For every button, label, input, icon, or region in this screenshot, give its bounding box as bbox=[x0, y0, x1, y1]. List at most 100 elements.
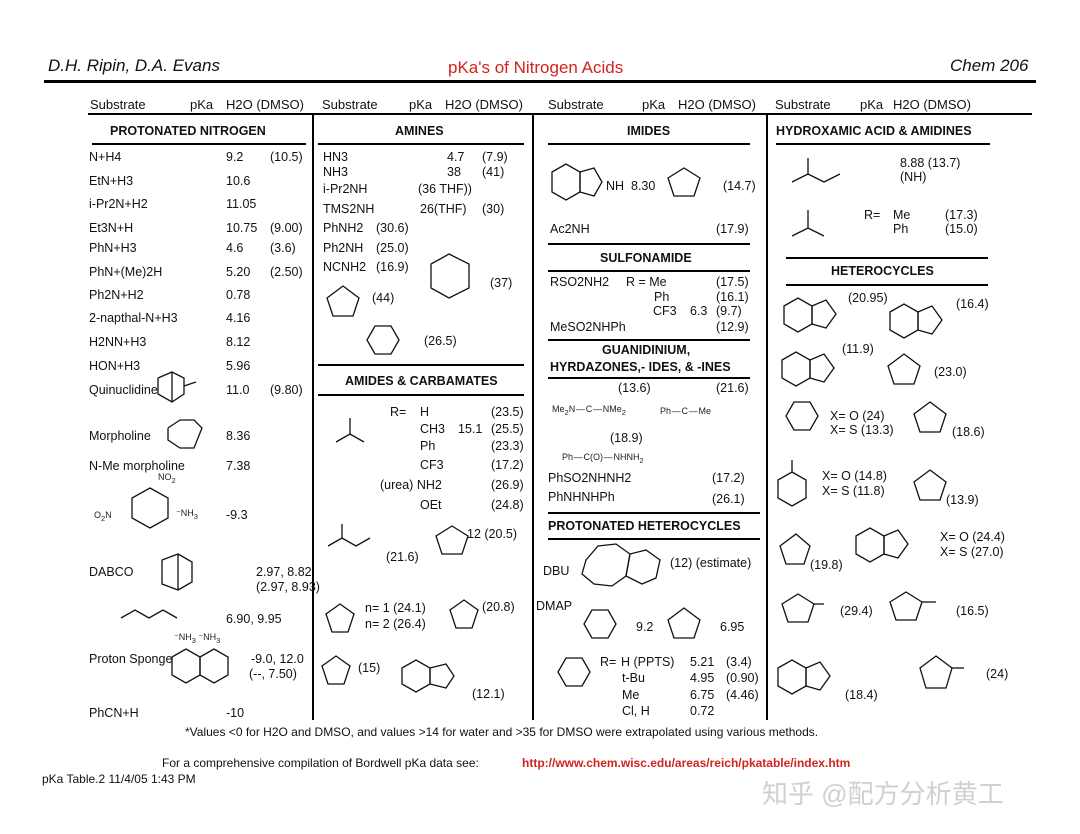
section-sulfonamide: SULFONAMIDE bbox=[600, 251, 692, 265]
substrate-name: EtN+H3 bbox=[89, 174, 134, 188]
pyridinium-structure bbox=[557, 657, 591, 687]
colhead-pka-2: pKa bbox=[409, 97, 433, 112]
rso2nh2-name: RSO2NH2 bbox=[550, 275, 610, 289]
pka-dmso: (9.7) bbox=[716, 304, 742, 318]
substrate-name: PhN+H3 bbox=[89, 241, 137, 255]
no2-label-top: NO2 bbox=[158, 472, 176, 485]
phthalimide-structure bbox=[551, 163, 603, 201]
colhead-pka-1: pKa bbox=[190, 97, 214, 112]
section-guanidinium-1: GUANIDINIUM, bbox=[602, 343, 691, 357]
section-rule bbox=[548, 512, 760, 514]
amine-name: NCNH2 bbox=[323, 260, 367, 274]
hydrazide-pka: (18.9) bbox=[610, 431, 643, 445]
oxazolidinone-bn-pka: 12 (20.5) bbox=[467, 527, 518, 541]
pka-h2o: 6.90, 9.95 bbox=[226, 612, 282, 626]
benzimidazolium-pka: (18.4) bbox=[845, 688, 878, 702]
pka-dmso: (15.0) bbox=[945, 222, 978, 236]
dbu-pka: (12) (estimate) bbox=[670, 556, 752, 570]
pka-dmso: (4.46) bbox=[726, 688, 759, 702]
dbu-structure bbox=[581, 543, 661, 587]
colhead-pka-3: pKa bbox=[642, 97, 666, 112]
pyrrolidine-pka: (44) bbox=[372, 291, 395, 305]
no2-label-left: O2N bbox=[94, 510, 112, 523]
divider-2 bbox=[532, 115, 534, 720]
section-amides: AMIDES & CARBAMATES bbox=[345, 374, 498, 388]
amide-r: H bbox=[420, 405, 430, 419]
pka-h2o: 8.12 bbox=[226, 335, 251, 349]
dmap-pka: 9.2 bbox=[636, 620, 654, 634]
substrate-name: PhCN+H bbox=[89, 706, 139, 720]
colhead-rule bbox=[88, 113, 1032, 115]
nh3-label: ⁻NH3 bbox=[176, 508, 198, 521]
substrate-name: N+H4 bbox=[89, 150, 122, 164]
pyrrolidine-structure bbox=[326, 285, 360, 317]
sulfonamide-r: CF3 bbox=[653, 304, 677, 318]
phso2nhnh2-pka: (17.2) bbox=[712, 471, 745, 485]
pka-dmso: (2.50) bbox=[270, 265, 303, 279]
substrate-name: N-Me morpholine bbox=[89, 459, 185, 473]
benzotriazole-pka: (11.9) bbox=[842, 342, 874, 356]
pka-h2o: 10.6 bbox=[226, 174, 251, 188]
morpholine-structure bbox=[167, 419, 203, 449]
page-title: pKa's of Nitrogen Acids bbox=[448, 58, 624, 77]
amidine-structure bbox=[791, 210, 825, 237]
substrate-name: 2-napthal-N+H3 bbox=[89, 311, 178, 325]
pka-dmso: (2.97, 8.93) bbox=[256, 580, 320, 594]
pyridone4-structure bbox=[777, 460, 807, 507]
bordwell-link[interactable]: http://www.chem.wisc.edu/areas/reich/pka… bbox=[522, 756, 851, 770]
pyridone-structure bbox=[785, 401, 819, 431]
pka-h2o: 11.05 bbox=[226, 197, 257, 211]
pka-dmso: (7.9) bbox=[482, 150, 508, 164]
pka-h2o: 10.75 bbox=[226, 221, 258, 235]
mesonhph-pka: (12.9) bbox=[716, 320, 749, 334]
watermark: 知乎 @配方分析黄工 bbox=[762, 779, 1004, 809]
pka-h2o: 4.95 bbox=[690, 671, 715, 685]
benzoxazolone-pka: (12.1) bbox=[472, 687, 505, 701]
imidazolium-structure bbox=[667, 607, 701, 639]
amine-name: i-Pr2NH bbox=[323, 182, 368, 196]
dbu-name: DBU bbox=[543, 564, 570, 578]
section-rule bbox=[318, 143, 524, 145]
pka-dmso: (26.9) bbox=[491, 478, 524, 492]
hydrazide-structure: Ph — C(O) — NHNH2 bbox=[562, 452, 644, 465]
section-rule bbox=[92, 143, 306, 145]
substrate-name: HON+H3 bbox=[89, 359, 141, 373]
divider-1 bbox=[312, 115, 314, 720]
amidinium-pka: (21.6) bbox=[716, 381, 749, 395]
substrate-name: Quinuclidine bbox=[89, 383, 158, 397]
benzotriazole-structure bbox=[781, 351, 835, 387]
substrate-name: Proton Sponge bbox=[89, 652, 173, 666]
benzoxazole-structure bbox=[855, 527, 909, 563]
lactam-n1: n= 1 (24.1) bbox=[365, 601, 426, 615]
table-id: pKa Table.2 11/4/05 1:43 PM bbox=[42, 772, 196, 786]
benzimidazole-structure bbox=[889, 303, 943, 339]
imidazole-structure bbox=[913, 401, 947, 433]
amine-name: PhNH2 bbox=[323, 221, 364, 235]
pyridone-o: X= O (24) bbox=[830, 409, 885, 423]
aminopyridine-structure bbox=[366, 325, 400, 355]
indole-pka: (20.95) bbox=[848, 291, 888, 305]
dabco-structure bbox=[161, 553, 193, 591]
amine-name: Ph2NH bbox=[323, 241, 364, 255]
bordwell-text: For a comprehensive compilation of Bordw… bbox=[162, 756, 479, 770]
amide-r-label: R= bbox=[390, 405, 407, 419]
tmp-pka: (37) bbox=[490, 276, 513, 290]
section-rule bbox=[548, 143, 750, 145]
pka-h2o: 9.2 bbox=[226, 150, 244, 164]
succinimide-pka: (14.7) bbox=[723, 179, 756, 193]
dmap-name: DMAP bbox=[536, 599, 573, 613]
acetanilide-structure bbox=[327, 524, 371, 547]
substrate-name: Morpholine bbox=[89, 429, 151, 443]
pka-dmso: (3.6) bbox=[270, 241, 296, 255]
amidine-r: Ph bbox=[893, 222, 909, 236]
amide-r: CH3 bbox=[420, 422, 446, 436]
r-eq-label: R = Me bbox=[626, 275, 667, 289]
acetanilide-pka: (21.6) bbox=[386, 550, 419, 564]
picramide-structure bbox=[131, 487, 169, 529]
colhead-substrate-2: Substrate bbox=[322, 97, 378, 112]
pyrrole-structure bbox=[887, 353, 921, 385]
amide-r: CF3 bbox=[420, 458, 444, 472]
divider-3 bbox=[766, 115, 768, 720]
pka-h2o: 26(THF) bbox=[420, 202, 467, 216]
imidazolium-ipr-structure bbox=[919, 655, 964, 689]
